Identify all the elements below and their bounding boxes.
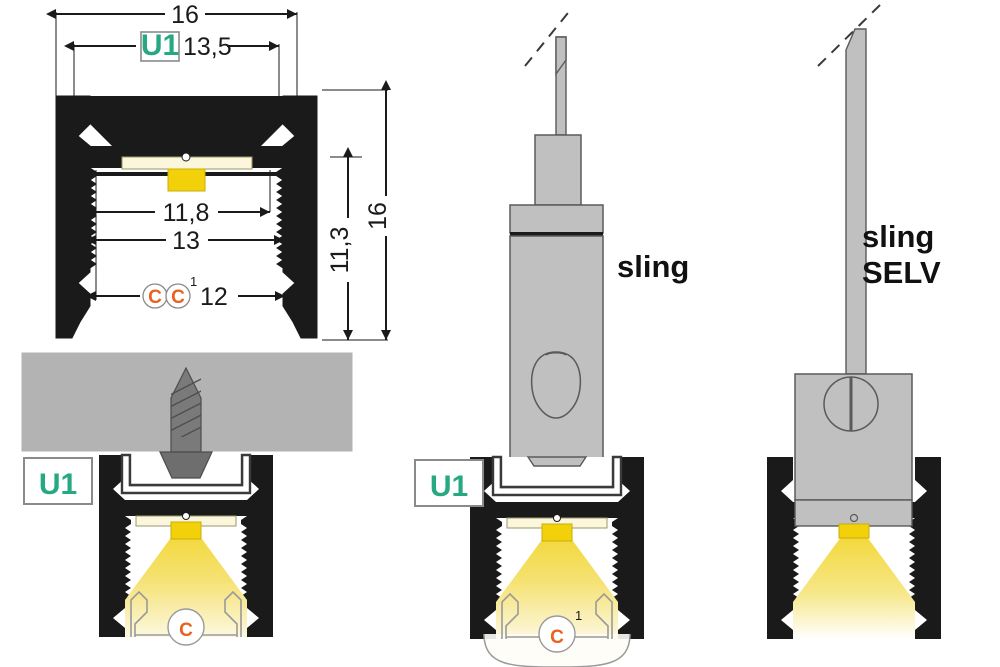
led-chip-right [838, 523, 870, 539]
view-sling-selv [767, 4, 941, 639]
dashed-cable-icon [524, 7, 573, 67]
slotted-screw-icon [823, 376, 879, 432]
profile-right-wall-mid [612, 457, 644, 639]
badge-u1-middle-label: U1 [430, 470, 468, 503]
led-chip [167, 168, 206, 192]
badge-u1-middle: U1 [414, 459, 484, 507]
badge-c1-superscript: 1 [190, 274, 197, 289]
badge-c: C [142, 283, 168, 309]
sling-neck [534, 134, 582, 206]
badge-c1: C 1 [165, 274, 197, 309]
profile-right-wall-bl [241, 455, 273, 637]
led-chip-bl [170, 521, 202, 540]
badge-c-label: C [148, 287, 162, 308]
led-chip-mid [541, 523, 573, 542]
profile-left-wall-bl [99, 455, 131, 637]
badge-u1-top: U1 [140, 29, 180, 62]
dimension-inner-height: 11,3 [326, 147, 354, 340]
label-sling-selv-line2: SELV [862, 255, 941, 290]
dimension-cover-width: C C 1 12 [86, 274, 285, 311]
label-sling-selv-line1: sling [862, 219, 934, 254]
dimension-overall-height: 16 [364, 80, 392, 340]
dim-inner-width-value: 13,5 [183, 33, 232, 61]
badge-u1-top-label: U1 [141, 29, 179, 62]
profile-top-web-bl [125, 500, 247, 516]
dim-inner-height-value: 11,3 [326, 227, 354, 274]
profile-cross-section [55, 95, 318, 339]
view-ceiling-mounted: C U1 [21, 352, 353, 646]
sling-selv-cable [845, 28, 867, 375]
badge-u1-left-label: U1 [39, 468, 77, 501]
dim-channel-width-value: 13 [172, 227, 200, 255]
badge-c1-middle: C 1 [538, 608, 582, 653]
dimension-channel-width: 13 [86, 227, 284, 255]
badge-c1-middle-label: C [550, 627, 564, 648]
sling-foot-plate [526, 456, 588, 467]
sling-body [509, 235, 604, 459]
dashed-cable-icon-right [817, 4, 881, 67]
profile-left-wall-right [767, 457, 799, 639]
sling-collar [509, 204, 604, 234]
badge-u1-left: U1 [23, 457, 93, 505]
light-cone-mid [496, 537, 618, 639]
badge-c1-label: C [171, 287, 185, 308]
light-cone-right [793, 537, 915, 639]
dim-overall-height-value: 16 [364, 202, 392, 230]
view-sling: C 1 U1 sling [414, 7, 689, 667]
dimension-led-strip-width: 11,8 [86, 199, 270, 227]
badge-c-bottom-left-label: C [179, 620, 193, 641]
profile-top-web-mid [496, 502, 618, 518]
dimension-overall-width: 16 [46, 1, 297, 29]
badge-c-bottom-left: C [167, 608, 205, 646]
sling-selv-foot [794, 499, 913, 527]
light-cone-bl [125, 535, 247, 637]
dim-cover-width-value: 12 [200, 283, 228, 311]
badge-c1-middle-superscript: 1 [575, 608, 582, 623]
view-cross-section-dimensions: 16 U1 13,5 [46, 1, 392, 341]
label-sling: sling [617, 249, 689, 284]
screw-head [159, 451, 213, 479]
screw-icon [159, 366, 213, 479]
dimension-inner-width-u1: U1 13,5 [64, 29, 279, 62]
oval-hole-icon [530, 351, 582, 419]
center-notch [181, 152, 191, 162]
dim-led-strip-width-value: 11,8 [163, 199, 210, 227]
profile-right-wall-right [909, 457, 941, 639]
dim-overall-width-value: 16 [171, 1, 199, 29]
